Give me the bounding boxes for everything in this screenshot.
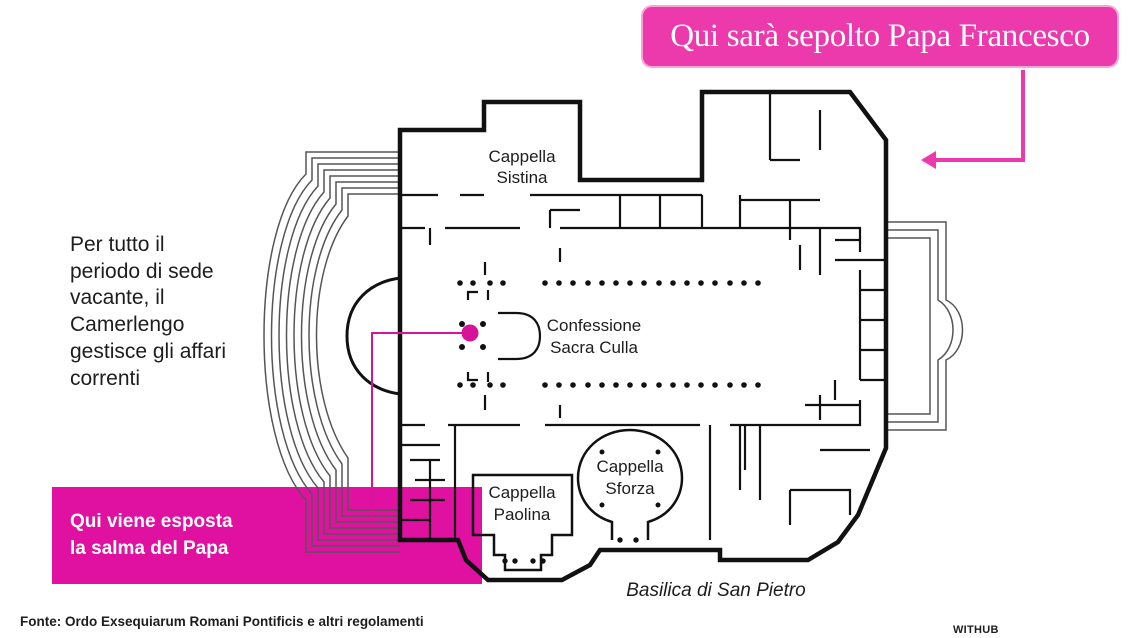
- column-dot: [487, 280, 493, 286]
- column-dot: [712, 382, 718, 388]
- column-dot: [585, 280, 591, 286]
- column-dot: [556, 382, 562, 388]
- column-dot: [599, 280, 605, 286]
- column-dot: [727, 382, 733, 388]
- column-dot: [500, 382, 506, 388]
- column-dot: [712, 280, 718, 286]
- cappella-paolina-frame: [471, 473, 574, 572]
- column-dot: [457, 382, 463, 388]
- basilica-label: Basilica di San Pietro: [626, 580, 806, 601]
- label-cappella-sforza: Cappella Sforza: [596, 457, 664, 498]
- callout-box: [52, 487, 482, 584]
- column-dot: [727, 280, 733, 286]
- note-line: Camerlengo: [70, 313, 185, 337]
- west-terraces: [263, 151, 400, 553]
- burial-title-banner: Qui sarà sepolto Papa Francesco: [643, 7, 1117, 66]
- svg-text:Paolina: Paolina: [494, 505, 551, 524]
- column-dot: [585, 382, 591, 388]
- svg-text:Sacra Culla: Sacra Culla: [550, 338, 638, 357]
- note-line: vacante, il: [70, 286, 165, 310]
- column-dot: [641, 382, 647, 388]
- column-dot: [684, 382, 690, 388]
- column-dot: [741, 280, 747, 286]
- column-dot: [698, 280, 704, 286]
- apse: [345, 276, 401, 396]
- column-dot: [599, 382, 605, 388]
- outer-wall: [397, 89, 889, 583]
- column-dot: [641, 280, 647, 286]
- interior-walls: [400, 92, 886, 540]
- colonnade-dots: [457, 280, 761, 564]
- column-dot: [470, 382, 476, 388]
- column-dot: [487, 382, 493, 388]
- column-dot: [500, 280, 506, 286]
- column-dot: [470, 280, 476, 286]
- column-dot: [656, 280, 662, 286]
- column-dot: [698, 382, 704, 388]
- callout-line: la salma del Papa: [70, 538, 229, 559]
- note-line: Per tutto il: [70, 233, 165, 256]
- display-location-marker: [461, 324, 479, 342]
- cappella-sforza-frame: [576, 428, 684, 540]
- column-dot: [755, 280, 761, 286]
- svg-text:Cappella: Cappella: [488, 147, 556, 166]
- column-dot: [457, 280, 463, 286]
- svg-text:Sistina: Sistina: [496, 168, 548, 187]
- source-credit: Fonte: Ordo Exsequiarum Romani Pontifici…: [20, 614, 424, 629]
- callout-line: Qui viene esposta: [70, 511, 233, 532]
- column-dot: [570, 280, 576, 286]
- note-line: correnti: [70, 366, 141, 390]
- east-porch: [886, 221, 964, 431]
- sede-vacante-note: Per tutto il periodo di sede vacante, il…: [70, 232, 290, 392]
- label-confessione: Confessione Sacra Culla: [547, 316, 642, 357]
- label-cappella-sistina: Cappella Sistina: [488, 147, 556, 187]
- column-dot: [542, 382, 548, 388]
- column-dot: [613, 382, 619, 388]
- note-line: gestisce gli affari: [70, 339, 227, 363]
- svg-text:Sforza: Sforza: [605, 479, 655, 498]
- display-leader-line: [371, 332, 466, 517]
- display-callout: Qui viene esposta la salma del Papa: [70, 508, 300, 562]
- label-cappella-paolina: Cappella Paolina: [488, 483, 556, 524]
- note-line: periodo di sede: [70, 259, 214, 283]
- svg-text:Cappella: Cappella: [488, 483, 556, 502]
- column-dot: [556, 280, 562, 286]
- column-dot: [542, 280, 548, 286]
- confessione-canopy: [498, 311, 542, 361]
- svg-text:Confessione: Confessione: [547, 316, 642, 335]
- column-dot: [741, 382, 747, 388]
- column-dot: [613, 280, 619, 286]
- column-dot: [627, 280, 633, 286]
- column-dot: [684, 280, 690, 286]
- column-dot: [627, 382, 633, 388]
- column-dot: [755, 382, 761, 388]
- column-dot: [670, 382, 676, 388]
- svg-text:Cappella: Cappella: [596, 457, 664, 476]
- column-dot: [570, 382, 576, 388]
- column-dot: [656, 382, 662, 388]
- burial-arrow: [921, 70, 1025, 169]
- brand-logo: WITHUB: [953, 624, 999, 636]
- column-dot: [670, 280, 676, 286]
